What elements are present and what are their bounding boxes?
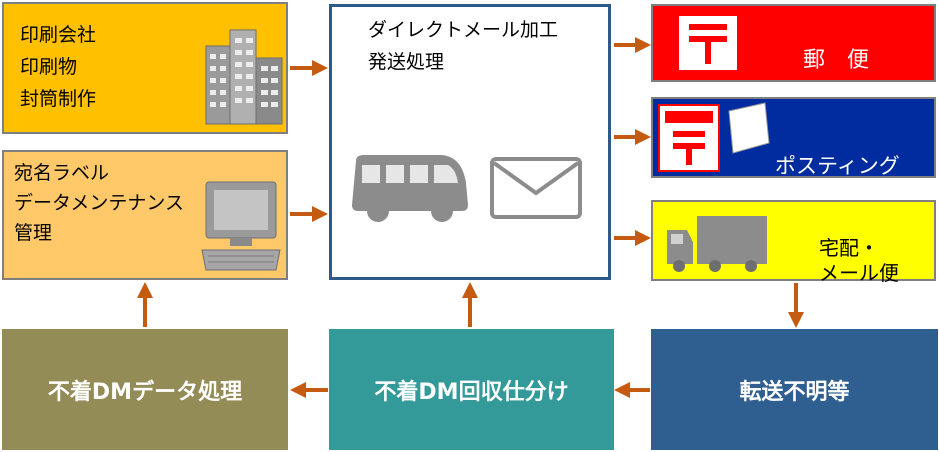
- printing-line-3: 封筒制作: [20, 88, 97, 110]
- computer-icon: [201, 181, 281, 271]
- printing-line-1: 印刷会社: [20, 24, 97, 46]
- dm-line-2: 発送処理: [368, 51, 445, 73]
- postal-service-box: 郵 便: [651, 4, 936, 82]
- label-line-1: 宛名ラベル: [14, 162, 110, 184]
- label-line-3: 管理: [14, 222, 53, 244]
- dm-processing-box: ダイレクトメール加工 発送処理: [329, 4, 611, 280]
- undelivered-label: 不着DMデータ処理: [47, 380, 243, 405]
- delivery-line-2: メール便: [819, 261, 899, 285]
- posting-label: ポスティング: [775, 154, 900, 178]
- post-label: 郵 便: [803, 48, 870, 73]
- undelivered-sorting-box: 不着DM回収仕分け: [329, 329, 614, 450]
- bus-icon: [352, 155, 468, 222]
- post-mark-icon: [679, 16, 737, 70]
- undelivered-data-box: 不着DMデータ処理: [2, 329, 288, 450]
- posting-box: ポスティング: [651, 97, 936, 178]
- dm-line-1: ダイレクトメール加工: [368, 19, 559, 41]
- return-label: 転送不明等: [739, 380, 850, 405]
- building-icon: [205, 29, 283, 125]
- printing-company-box: 印刷会社 印刷物 封筒制作: [2, 2, 288, 134]
- printing-line-2: 印刷物: [20, 56, 78, 78]
- address-label-box: 宛名ラベル データメンテナンス 管理: [2, 150, 288, 280]
- truck-icon: [667, 216, 767, 272]
- sort-label: 不着DM回収仕分け: [374, 380, 569, 405]
- delivery-line-1: 宅配・: [819, 236, 879, 260]
- forwarding-unknown-box: 転送不明等: [651, 329, 938, 450]
- delivery-box: 宅配・ メール便: [651, 200, 936, 285]
- mailbox-icon: [658, 102, 770, 172]
- label-line-2: データメンテナンス: [14, 192, 185, 214]
- envelope-icon: [490, 157, 582, 219]
